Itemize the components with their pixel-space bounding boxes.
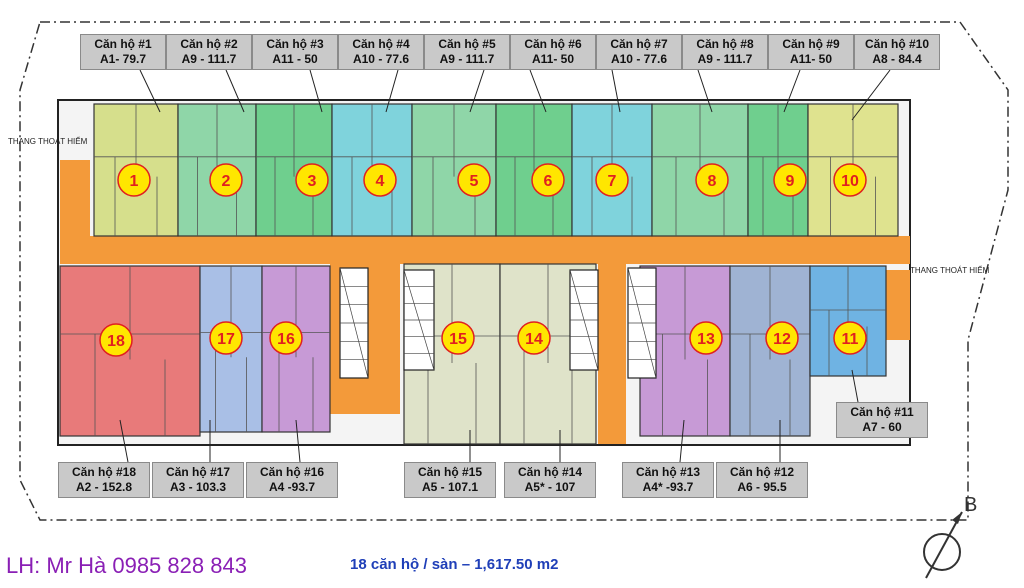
label-leader-line [385, 69, 399, 113]
label-leader-line [309, 69, 323, 113]
label-leader-line [119, 419, 129, 463]
unit-marker-number: 3 [308, 173, 317, 190]
label-leader-line [529, 69, 547, 113]
label-leader-line [139, 69, 161, 113]
north-label: B [964, 494, 978, 516]
unit-marker-number: 6 [544, 173, 553, 190]
unit-marker-circle [99, 323, 133, 357]
contact-info: LH: Mr Hà 0985 828 843 [6, 553, 247, 578]
floor-summary: 18 căn hộ / sàn – 1,617.50 m2 [350, 556, 559, 573]
unit-marker-number: 1 [130, 173, 139, 190]
label-leader-line [697, 69, 713, 113]
unit-marker-number: 8 [708, 173, 717, 190]
unit-marker-circle [295, 163, 329, 197]
unit-marker-circle [595, 163, 629, 197]
stair-west [60, 160, 90, 236]
unit-marker-number: 5 [470, 173, 479, 190]
unit-marker-number: 17 [217, 331, 235, 348]
corridor-band [60, 236, 910, 264]
unit-marker-circle [765, 321, 799, 355]
unit-marker-circle [833, 163, 867, 197]
unit-marker-number: 18 [107, 333, 125, 350]
unit-marker-circle [517, 321, 551, 355]
emergency-stair-label: THANG THOÁT HIỂM [8, 137, 88, 146]
unit-marker-circle [773, 163, 807, 197]
label-leader-line [469, 69, 485, 113]
emergency-stair-label: THANG THOÁT HIỂM [910, 266, 990, 275]
leader-lines [119, 69, 891, 463]
unit-marker-circle [209, 163, 243, 197]
unit-marker-number: 4 [376, 173, 385, 190]
label-leader-line [679, 419, 685, 463]
unit-marker-circle [695, 163, 729, 197]
unit-marker-number: 11 [842, 331, 859, 348]
unit-marker-number: 16 [277, 331, 295, 348]
label-leader-line [851, 369, 859, 403]
unit-marker-number: 9 [786, 173, 795, 190]
label-leader-line [783, 69, 801, 113]
label-leader-line [295, 419, 301, 463]
cores [339, 267, 657, 379]
unit-marker-circle [531, 163, 565, 197]
unit-marker-circle [269, 321, 303, 355]
unit-marker-circle [209, 321, 243, 355]
unit-marker-number: 15 [449, 331, 467, 348]
label-leader-line [611, 69, 621, 113]
unit-marker-circle [457, 163, 491, 197]
stair-step [569, 269, 599, 371]
corridor-east-core [598, 264, 626, 444]
unit-marker-circle [363, 163, 397, 197]
unit-marker-number: 14 [525, 331, 543, 348]
site-boundary [19, 21, 1009, 521]
unit-marker-number: 13 [697, 331, 715, 348]
stair-step [627, 267, 657, 379]
unit-marker-circle [441, 321, 475, 355]
stair-step [339, 267, 369, 379]
north-arrow-icon [923, 511, 963, 579]
unit-marker-circle [689, 321, 723, 355]
unit-marker-number: 2 [222, 173, 231, 190]
unit-marker-circle [117, 163, 151, 197]
unit-marker-number: 12 [773, 331, 791, 348]
unit-marker-circle [833, 321, 867, 355]
label-leader-line [851, 69, 891, 121]
unit-marker-number: 7 [608, 173, 617, 190]
stair-step [403, 269, 435, 371]
apartment-units [59, 103, 899, 445]
unit-marker-number: 10 [841, 173, 859, 190]
label-leader-line [225, 69, 245, 113]
